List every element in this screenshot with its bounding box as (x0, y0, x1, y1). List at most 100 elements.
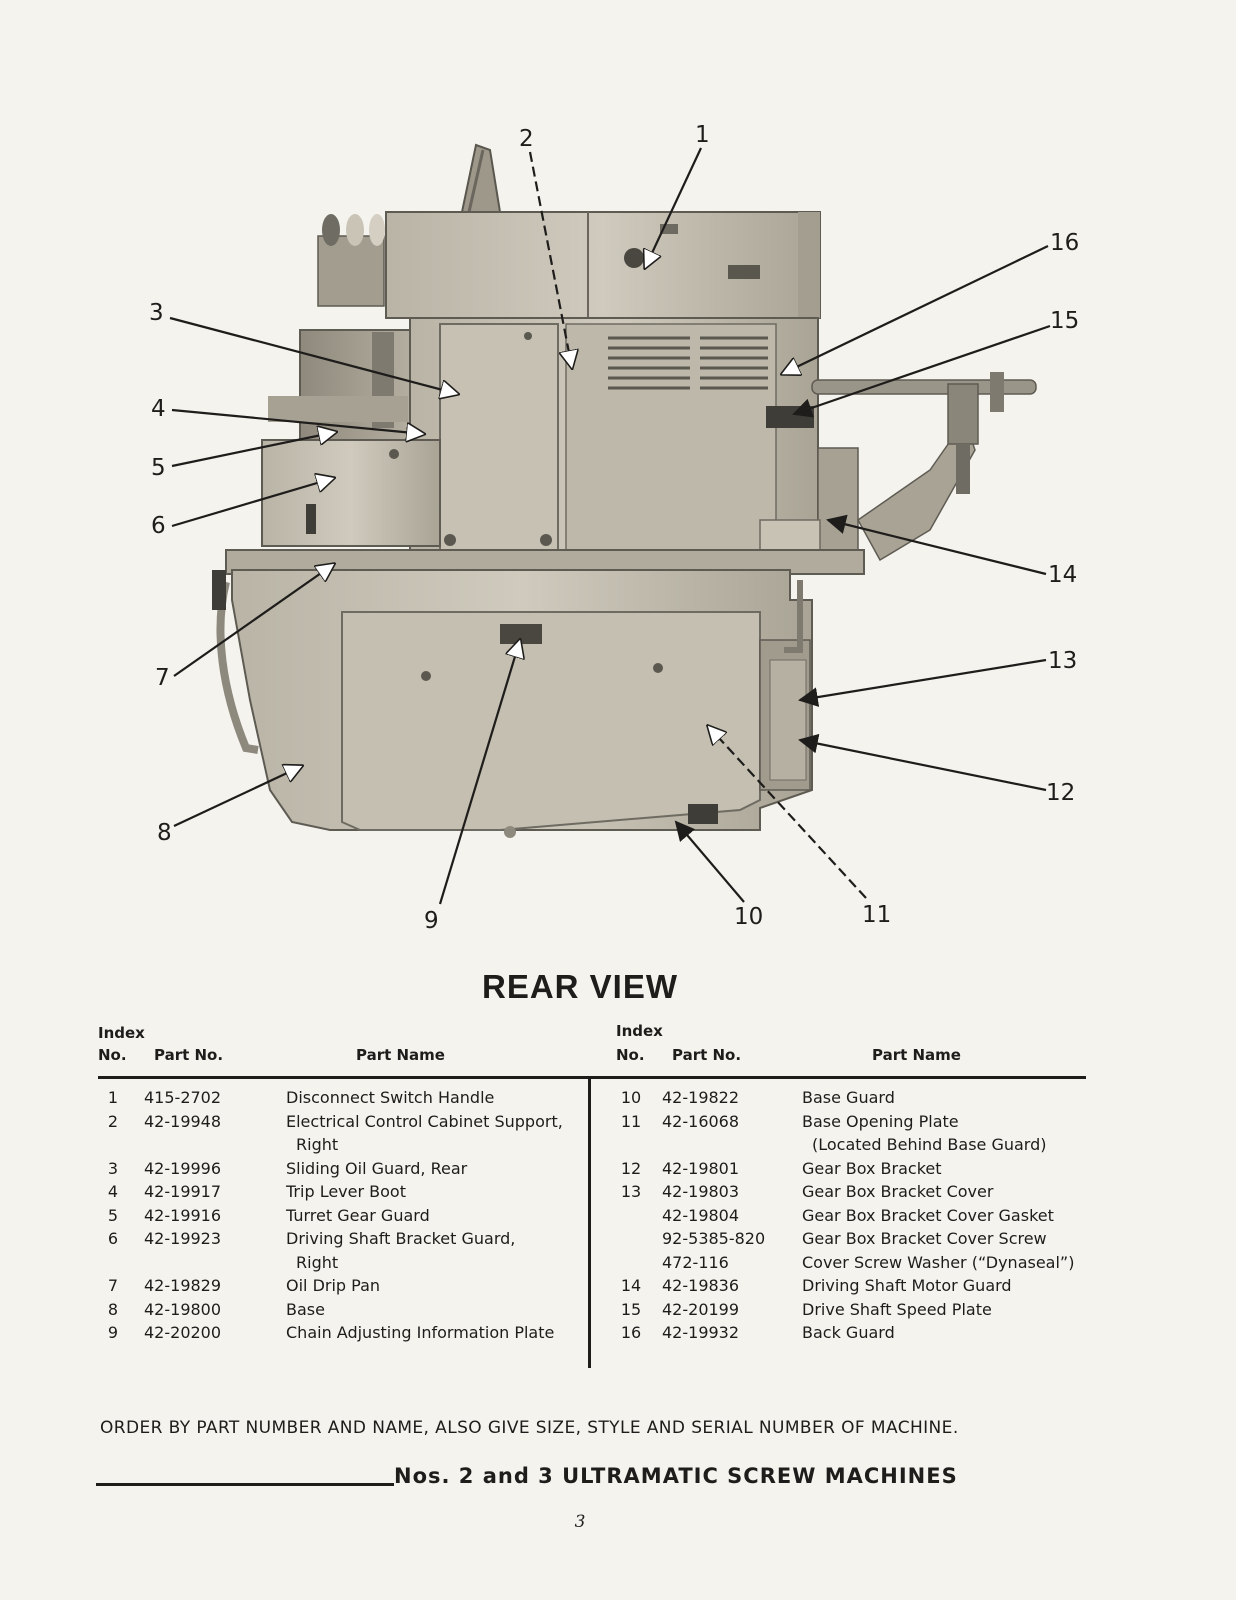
table-row: 1 415-2702 Disconnect Switch Handle (98, 1086, 588, 1110)
callout-4: 4 (151, 396, 166, 422)
table-row: 3 42-19996 Sliding Oil Guard, Rear (98, 1157, 588, 1181)
part-no: 415-2702 (144, 1088, 222, 1107)
part-name: Oil Drip Pan (286, 1276, 381, 1295)
table-row: 10 42-19822 Base Guard (616, 1086, 1096, 1110)
header-part-no-right: Part No. (672, 1046, 742, 1064)
part-name: Back Guard (802, 1323, 895, 1342)
part-no: 472-116 (662, 1252, 729, 1272)
table-column-divider (588, 1078, 591, 1368)
part-name-continued: Right (296, 1252, 339, 1272)
part-name: Gear Box Bracket Cover Screw (802, 1229, 1047, 1248)
part-name: Base Guard (802, 1088, 895, 1107)
callout-2: 2 (519, 126, 534, 152)
table-row: 472-116 Cover Screw Washer (“Dynaseal”) (616, 1251, 1096, 1275)
index-no: 6 (107, 1229, 119, 1248)
index-no: 8 (107, 1299, 119, 1319)
index-no: 10 (620, 1088, 642, 1107)
part-name: Chain Adjusting Information Plate (286, 1323, 555, 1342)
index-no: 12 (620, 1158, 642, 1178)
callout-leaders (169, 147, 1051, 905)
part-no: 42-19836 (662, 1276, 740, 1295)
part-name: Disconnect Switch Handle (286, 1088, 495, 1107)
part-name: Driving Shaft Bracket Guard, (286, 1229, 516, 1248)
part-no: 42-19923 (144, 1229, 222, 1248)
table-row: 8 42-19800 Base (98, 1298, 588, 1322)
part-no: 42-19916 (144, 1205, 222, 1225)
callout-numbers: 1 2 3 4 5 6 7 8 9 10 11 12 13 14 15 16 (149, 122, 1079, 934)
part-name: Sliding Oil Guard, Rear (286, 1158, 468, 1178)
callout-11: 11 (862, 902, 891, 928)
table-header-rule (98, 1076, 1086, 1079)
part-name: Base Opening Plate (802, 1111, 959, 1131)
header-index-top: Index (98, 1024, 145, 1042)
part-no: 42-19801 (662, 1158, 740, 1178)
index-no: 9 (107, 1323, 119, 1342)
callout-5: 5 (151, 455, 166, 481)
part-name: Driving Shaft Motor Guard (802, 1276, 1012, 1295)
table-row: 16 42-19932 Back Guard (616, 1321, 1096, 1345)
callout-12: 12 (1046, 780, 1075, 806)
callout-9: 9 (424, 908, 439, 934)
header-part-no: Part No. (154, 1046, 224, 1064)
part-no: 42-19932 (662, 1323, 740, 1342)
right-rows: 10 42-19822 Base Guard 11 42-16068 Base Openi… (616, 1086, 1096, 1345)
rear-view-machine-illustration: 1 2 3 4 5 6 7 8 9 10 11 12 13 14 15 16 (149, 122, 1079, 934)
index-no: 13 (620, 1182, 642, 1201)
callout-7: 7 (155, 665, 170, 691)
part-name: Trip Lever Boot (286, 1182, 406, 1201)
callout-13: 13 (1048, 648, 1077, 674)
part-name: Cover Screw Washer (“Dynaseal”) (802, 1252, 1075, 1272)
part-name: Turret Gear Guard (286, 1205, 430, 1225)
part-name: Drive Shaft Speed Plate (802, 1299, 992, 1319)
index-no: 3 (107, 1158, 119, 1178)
table-row: 6 42-19923 Driving Shaft Bracket Guard, Rig… (98, 1227, 588, 1274)
footer-rule (96, 1483, 394, 1486)
part-name: Base (286, 1299, 325, 1319)
header-index-no: No. (98, 1046, 127, 1064)
header-part-name: Part Name (356, 1046, 445, 1064)
table-row: 5 42-19916 Turret Gear Guard (98, 1204, 588, 1228)
order-note: ORDER BY PART NUMBER AND NAME, ALSO GIVE… (100, 1418, 959, 1438)
part-no: 42-20200 (144, 1323, 222, 1342)
header-index-top-right: Index (616, 1022, 663, 1040)
callout-15: 15 (1050, 308, 1079, 334)
callout-8: 8 (157, 820, 172, 846)
part-name-continued: (Located Behind Base Guard) (812, 1135, 1047, 1154)
index-no: 11 (620, 1111, 642, 1131)
part-no: 42-19996 (144, 1158, 222, 1178)
index-no: 7 (107, 1276, 119, 1295)
part-name-continued: Right (296, 1135, 339, 1154)
part-no: 42-19800 (144, 1299, 222, 1319)
footer-title: Nos. 2 and 3 ULTRAMATIC SCREW MACHINES (96, 1464, 1076, 1500)
header-part-name-right: Part Name (872, 1046, 961, 1064)
callout-1: 1 (695, 122, 710, 148)
machine-drawing (212, 143, 1037, 838)
part-name: Gear Box Bracket Cover (802, 1182, 994, 1201)
index-no: 1 (107, 1088, 119, 1107)
part-name: Electrical Control Cabinet Support, (286, 1111, 563, 1131)
index-no: 16 (620, 1323, 642, 1342)
index-no: 5 (107, 1205, 119, 1225)
table-row: 11 42-16068 Base Opening Plate (Located Beh… (616, 1110, 1096, 1157)
callout-6: 6 (151, 513, 166, 539)
part-name: Gear Box Bracket (802, 1158, 942, 1178)
footer-title-text: Nos. 2 and 3 ULTRAMATIC SCREW MACHINES (394, 1464, 958, 1488)
header-index-no-right: No. (616, 1046, 645, 1064)
index-no: 2 (107, 1111, 119, 1131)
index-no: 15 (620, 1299, 642, 1319)
table-row: 15 42-20199 Drive Shaft Speed Plate (616, 1298, 1096, 1322)
table-row: 9 42-20200 Chain Adjusting Information Pla… (98, 1321, 588, 1345)
part-no: 42-20199 (662, 1299, 740, 1319)
index-no: 14 (620, 1276, 642, 1295)
part-no: 42-19822 (662, 1088, 740, 1107)
callout-14: 14 (1048, 562, 1077, 588)
part-no: 42-16068 (662, 1111, 740, 1131)
callout-3: 3 (149, 300, 164, 326)
view-title: REAR VIEW (481, 968, 678, 1005)
